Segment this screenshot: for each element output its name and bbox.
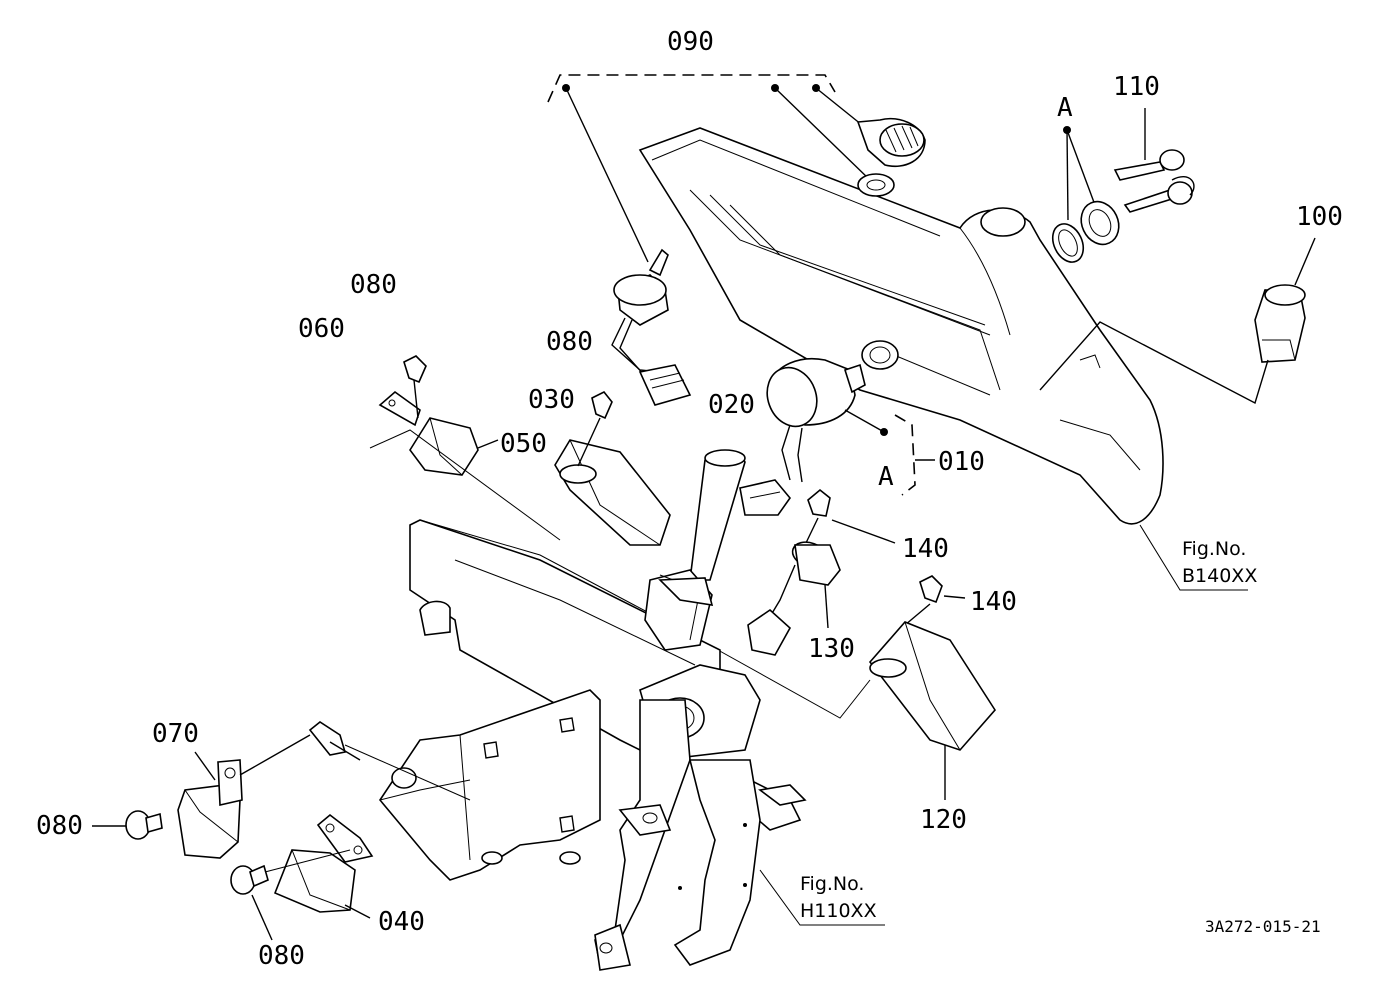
fig1-code: B140XX [1182,565,1257,587]
callout-050: 050 [500,429,547,459]
callout-090: 090 [667,27,714,57]
frame-assembly [308,449,807,971]
group-110-keys [1051,108,1195,263]
document-id: 3A272-015-21 [1205,917,1321,936]
fig1-leader [1139,524,1248,591]
callout-140-a: 140 [902,534,949,564]
group-090 [547,74,926,406]
fig2-code: H110XX [800,900,877,922]
dash-panel [638,127,1164,525]
fig2-label: Fig.No. [800,873,864,895]
callout-100: 100 [1296,202,1343,232]
fig1-label: Fig.No. [1182,538,1246,560]
callout-140-b: 140 [970,587,1017,617]
part-070-relay [92,734,311,859]
part-040-box [230,813,374,941]
callout-130: 130 [808,634,855,664]
callout-020: 020 [708,390,755,420]
part-020-meter [739,358,866,516]
callout-030: 030 [528,385,575,415]
figure-references: Fig.No. B140XX Fig.No. H110XX [800,538,1257,922]
callout-010: 010 [938,447,985,477]
callout-060: 060 [298,314,345,344]
part-030-box [554,390,671,546]
group-010 [844,409,935,496]
callout-a-mid: A [878,462,894,492]
callout-a-top: A [1057,93,1073,123]
callout-080-d: 080 [258,941,305,971]
fig2-leader [759,869,885,926]
callout-labels: 090 110 A 100 080 060 080 030 050 020 01… [36,27,1343,971]
part-130-sensor [747,488,966,656]
part-120-box [699,621,996,800]
callout-080-a: 080 [350,270,397,300]
callout-070: 070 [152,719,199,749]
callout-040: 040 [378,907,425,937]
callout-080-c: 080 [36,811,83,841]
callout-080-b: 080 [546,327,593,357]
callout-110: 110 [1113,72,1160,102]
part-100-switch [1039,237,1316,405]
part-050-060 [369,355,561,541]
callout-120: 120 [920,805,967,835]
